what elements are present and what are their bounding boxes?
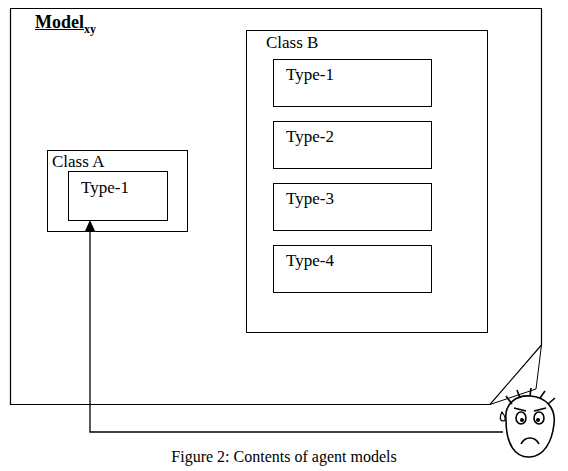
subscript-text: xy [84,22,96,36]
label-text: Type-1 [81,178,129,197]
label-text: Class A [52,152,104,171]
box-label: Class B [266,33,318,53]
label-text: Type-2 [286,127,334,146]
label-text: Model [35,12,84,32]
label-text: Type-4 [286,251,334,270]
frame-outline [10,8,542,405]
box-label: Type-4 [286,251,334,271]
box-label: Type-1 [81,178,129,198]
page-fold [490,345,542,405]
box-label: Class A [52,152,104,172]
box-label: Type-2 [286,127,334,147]
model-title: Modelxy [35,12,96,36]
class-box: Class B Type-1Type-2Type-3Type-4 [246,30,488,333]
figure-caption: Figure 2: Contents of agent models [0,448,568,466]
type-box: Type-4 [273,245,432,293]
type-box: Type-2 [273,121,432,169]
box-label: Type-3 [286,189,334,209]
type-box: Type-1 [68,171,168,221]
label-text: Type-3 [286,189,334,208]
type-box: Type-1 [273,59,432,107]
label-text: Class B [266,33,318,52]
model-frame: ModelxyClass AType-1Class BType-1Type-2T… [10,8,542,405]
frame-border [11,9,542,405]
pointer-arrow [90,230,503,432]
class-box: Class A Type-1 [47,150,188,232]
type-box: Type-3 [273,183,432,231]
label-text: Type-1 [286,65,334,84]
box-label: Type-1 [286,65,334,85]
arrow-head [85,220,95,231]
